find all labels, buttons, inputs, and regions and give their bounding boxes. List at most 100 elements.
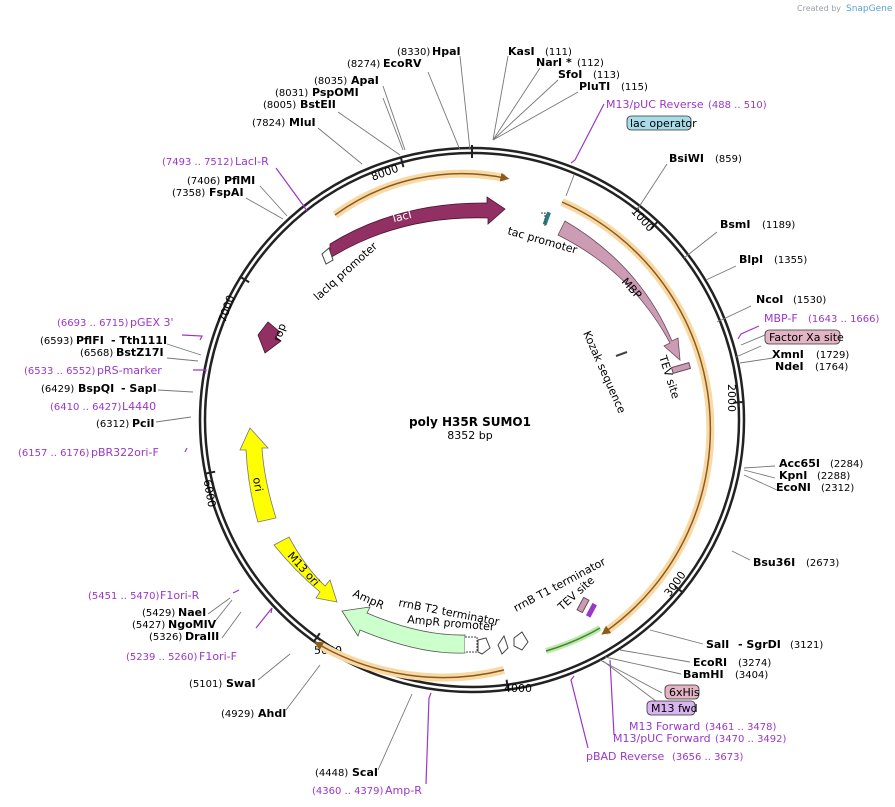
plasmid-size: 8352 bp	[447, 429, 492, 442]
enzyme-name-blpi[interactable]: BlpI	[739, 253, 763, 266]
primer-name-f1ori-f[interactable]: F1ori-F	[199, 650, 237, 663]
enzyme-name-econi[interactable]: EcoNI	[776, 481, 811, 494]
enzyme-name-draiii[interactable]: DraIII	[185, 630, 219, 643]
mbp-arrow	[557, 220, 681, 361]
enzyme-name-bsu36i[interactable]: Bsu36I	[753, 556, 795, 569]
primer-range-m13puc-rev: (488 .. 510)	[708, 100, 767, 111]
plasmid-name: poly H35R SUMO1	[409, 415, 531, 429]
enzyme-name-pflfi[interactable]: PflFI	[76, 334, 104, 347]
enzyme-labels: (8330) HpaI KasI (111) (8274) EcoRV NarI…	[40, 45, 863, 779]
enzyme-name-pspomi[interactable]: PspOMI	[312, 86, 359, 99]
primer-name-prs-marker[interactable]: pRS-marker	[97, 364, 162, 377]
primer-range-m13puc-forward: (3470 .. 3492)	[715, 734, 787, 745]
primer-name-m13-forward[interactable]: M13 Forward	[629, 720, 700, 733]
enzyme-pos-econi: (2312)	[821, 483, 854, 494]
enzyme-name-ncoi[interactable]: NcoI	[756, 293, 783, 306]
rop-arrow	[257, 321, 282, 354]
tac-promoter-mark	[541, 212, 546, 226]
primer-labels: M13/pUC Reverse (488 .. 510) (7493 .. 75…	[18, 98, 880, 797]
enzyme-name-ngomiv[interactable]: NgoMIV	[168, 618, 217, 631]
enzyme-pos-mlui: (7824)	[252, 118, 285, 129]
enzyme-name-bstz17i[interactable]: BstZ17I	[116, 346, 164, 359]
enzyme-name-pcii[interactable]: PciI	[132, 417, 154, 430]
lac-operator-mark	[542, 211, 551, 226]
primer-name-l4440[interactable]: L4440	[122, 400, 156, 413]
6xhis-box[interactable]	[664, 684, 700, 700]
primer-name-pbr322ori-f[interactable]: pBR322ori-F	[91, 446, 159, 459]
enzyme-name-bspqi[interactable]: BspQI	[78, 382, 114, 395]
primer-range-pbad-reverse: (3656 .. 3673)	[672, 752, 744, 763]
enzyme-name-acc65i[interactable]: Acc65I	[779, 457, 820, 470]
enzyme-name-mlui[interactable]: MluI	[289, 116, 316, 129]
primer-marks	[181, 103, 760, 785]
orf-main-arc	[561, 201, 712, 635]
enzyme-name-pluti[interactable]: PluTI	[579, 80, 610, 93]
factor-xa-box[interactable]	[764, 329, 841, 345]
enzyme-pos-ecorv: (8274)	[347, 59, 380, 70]
enzyme-name-bsteii[interactable]: BstEII	[300, 98, 336, 111]
enzyme-pos-nari: (112)	[577, 58, 604, 69]
enzyme-name-ahdi[interactable]: AhdI	[258, 707, 286, 720]
enzyme-name-sali[interactable]: SalI	[706, 638, 729, 651]
enzyme-name-apai[interactable]: ApaI	[351, 74, 379, 87]
enzyme-name-ecorv[interactable]: EcoRV	[383, 57, 422, 70]
tev-site-2-mark	[576, 596, 590, 614]
primer-name-laci-r[interactable]: LacI-R	[235, 155, 269, 168]
6xhis-label: 6xHis	[669, 686, 700, 699]
enzyme-pos-bsiwi: (859)	[715, 154, 742, 165]
enzyme-name-tth111i[interactable]: - Tth111I	[111, 334, 167, 347]
enzyme-name-naei[interactable]: NaeI	[178, 606, 206, 619]
primer-name-pgex3[interactable]: pGEX 3'	[130, 316, 174, 329]
tev-site-1-label: TEV site	[656, 353, 683, 401]
enzyme-name-swai[interactable]: SwaI	[226, 677, 256, 690]
m13-ori-label: M13 ori	[285, 549, 322, 588]
enzyme-name-bamhi[interactable]: BamHI	[683, 668, 724, 681]
rrnb-t2-mark	[477, 637, 491, 655]
enzyme-name-sapi[interactable]: - SapI	[121, 382, 157, 395]
enzyme-pos-scai: (4448)	[315, 768, 348, 779]
enzyme-name-pflmi[interactable]: PflMI	[224, 174, 255, 187]
enzyme-name-fspai[interactable]: FspAI	[209, 186, 244, 199]
enzyme-name-hpai[interactable]: HpaI	[432, 45, 461, 58]
enzyme-pos-bsu36i: (2673)	[806, 558, 839, 569]
enzyme-name-bsiwi[interactable]: BsiWI	[669, 152, 704, 165]
enzyme-pos-swai: (5101)	[189, 679, 222, 690]
laciq-promoter-arrow	[321, 247, 334, 265]
enzyme-name-ndei[interactable]: NdeI	[775, 360, 804, 373]
kozak-mark	[615, 351, 628, 357]
ampr-arrow	[341, 606, 466, 654]
primer-name-mbp-f[interactable]: MBP-F	[764, 312, 798, 325]
primer-name-m13puc-forward[interactable]: M13/pUC Forward	[613, 732, 711, 745]
enzyme-pos-bsmi: (1189)	[762, 220, 795, 231]
enzyme-name-sfoi[interactable]: SfoI	[558, 68, 582, 81]
enzyme-name-kasi[interactable]: KasI	[508, 45, 535, 58]
enzyme-pos-pluti: (115)	[621, 82, 648, 93]
enzyme-name-xmni[interactable]: XmnI	[772, 348, 804, 361]
enzyme-pos-kasi: (111)	[545, 47, 572, 58]
primer-name-pbad-reverse[interactable]: pBAD Reverse	[586, 750, 664, 763]
rrnb-t2-mark-2	[497, 634, 509, 655]
enzyme-name-sgrdi[interactable]: - SgrDI	[738, 638, 781, 651]
primer-range-m13-forward: (3461 .. 3478)	[705, 722, 777, 733]
tick-mark-2000	[733, 401, 744, 404]
enzyme-name-ecori[interactable]: EcoRI	[693, 656, 727, 669]
primer-range-laci-r: (7493 .. 7512)	[162, 157, 234, 168]
enzyme-name-kpni[interactable]: KpnI	[779, 469, 807, 482]
enzyme-name-nari[interactable]: NarI *	[536, 56, 572, 69]
lac-operator-box[interactable]	[626, 115, 692, 131]
primer-range-amp-r: (4360 .. 4379)	[312, 786, 384, 797]
credit-brand: SnapGene	[846, 4, 893, 14]
primer-name-m13puc-rev[interactable]: M13/pUC Reverse	[606, 98, 704, 111]
primer-name-f1ori-r[interactable]: F1ori-R	[160, 589, 200, 602]
ampr-promoter-mark	[465, 636, 478, 653]
enzyme-name-bsmi[interactable]: BsmI	[720, 218, 751, 231]
primer-name-amp-r[interactable]: Amp-R	[385, 784, 422, 797]
enzyme-name-scai[interactable]: ScaI	[352, 766, 378, 779]
enzyme-pos-ngomiv: (5427)	[132, 620, 165, 631]
enzyme-pos-draiii: (5326)	[149, 632, 182, 643]
factor-xa-label: Factor Xa site	[769, 331, 844, 344]
m13-fwd-box[interactable]	[646, 700, 696, 716]
enzyme-pos-blpi: (1355)	[774, 255, 807, 266]
enzyme-pos-bstz17i: (6568)	[80, 348, 113, 359]
